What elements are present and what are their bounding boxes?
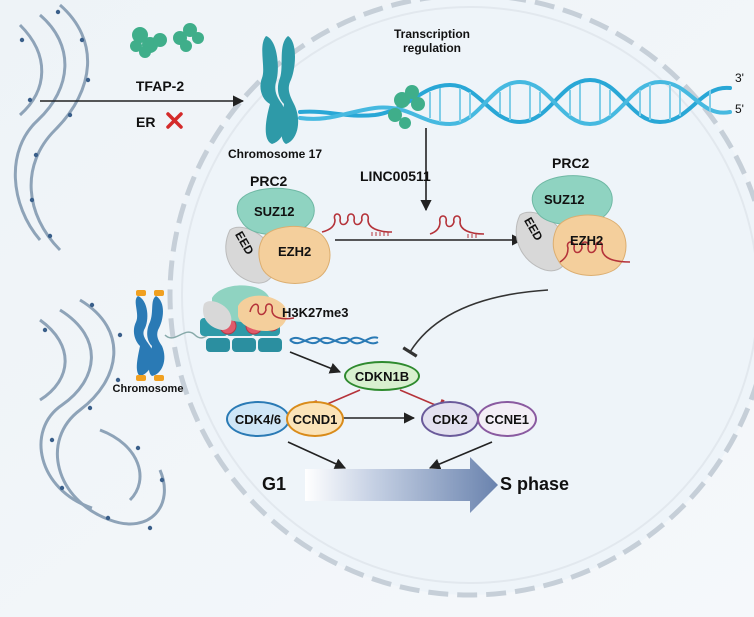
er-label: ER <box>136 114 156 130</box>
s-phase-label: S phase <box>500 474 570 494</box>
prc2-complex-right <box>515 175 631 276</box>
ezh2-right-label: EZH2 <box>570 233 604 248</box>
linc00511-label: LINC00511 <box>360 168 431 184</box>
prc2-complex-left <box>225 187 331 284</box>
g1-s-phase-arrow <box>305 457 498 513</box>
cdk46-node: CDK4/6 <box>226 401 290 437</box>
chromosome-17-label: Chromosome 17 <box>227 147 323 161</box>
linc00511-rna <box>321 213 485 235</box>
three-prime-label: 3' <box>735 71 744 85</box>
h3k27me3-label: H3K27me3 <box>282 305 349 320</box>
prc2-left-label: PRC2 <box>250 173 288 189</box>
chromosome-label: Chromosome <box>112 383 184 395</box>
ezh2-left-label: EZH2 <box>278 244 312 259</box>
cdk2-node: CDK2 <box>421 401 479 437</box>
g1-label: G1 <box>262 474 287 494</box>
cdk2-label: CDK2 <box>432 411 468 427</box>
cdkn1b-label: CDKN1B <box>354 368 410 384</box>
suz12-left-label: SUZ12 <box>254 204 295 219</box>
transcription-regulation-label: Transcription regulation <box>393 27 471 56</box>
cdk2-to-phase-arrow <box>428 441 493 470</box>
suz12-right-label: SUZ12 <box>544 192 585 207</box>
ccnd1-label: CCND1 <box>292 411 338 427</box>
chromatin-dna <box>289 336 379 345</box>
prc2-on-chromatin <box>202 285 295 332</box>
cdkn1b-node: CDKN1B <box>344 361 420 391</box>
nucleus <box>167 0 754 598</box>
linc00511-rna-tails <box>371 232 477 238</box>
ccnd1-node: CCND1 <box>286 401 344 437</box>
cdk46-label: CDK4/6 <box>234 411 282 427</box>
chromatin-arrow <box>289 351 342 374</box>
ribosome-dots <box>19 9 165 531</box>
prc2-right-label: PRC2 <box>552 155 590 171</box>
ccne1-node: CCNE1 <box>477 401 537 437</box>
dna-helix <box>298 77 732 127</box>
ccne1-label: CCNE1 <box>484 411 530 427</box>
prc2-inhibition-line <box>402 289 549 358</box>
five-prime-label: 5' <box>735 102 744 116</box>
endoplasmic-reticulum <box>13 3 166 526</box>
cdk46-to-phase-arrow <box>287 441 347 469</box>
tfap2-label: TFAP-2 <box>135 78 185 94</box>
chromosome-icon <box>133 290 165 381</box>
tfap2-bound-dna <box>388 85 425 129</box>
er-blocked-icon <box>166 112 183 129</box>
dna-rungs <box>429 84 711 122</box>
tfap2-protein <box>130 23 204 58</box>
chromosome-17-icon <box>260 36 299 144</box>
